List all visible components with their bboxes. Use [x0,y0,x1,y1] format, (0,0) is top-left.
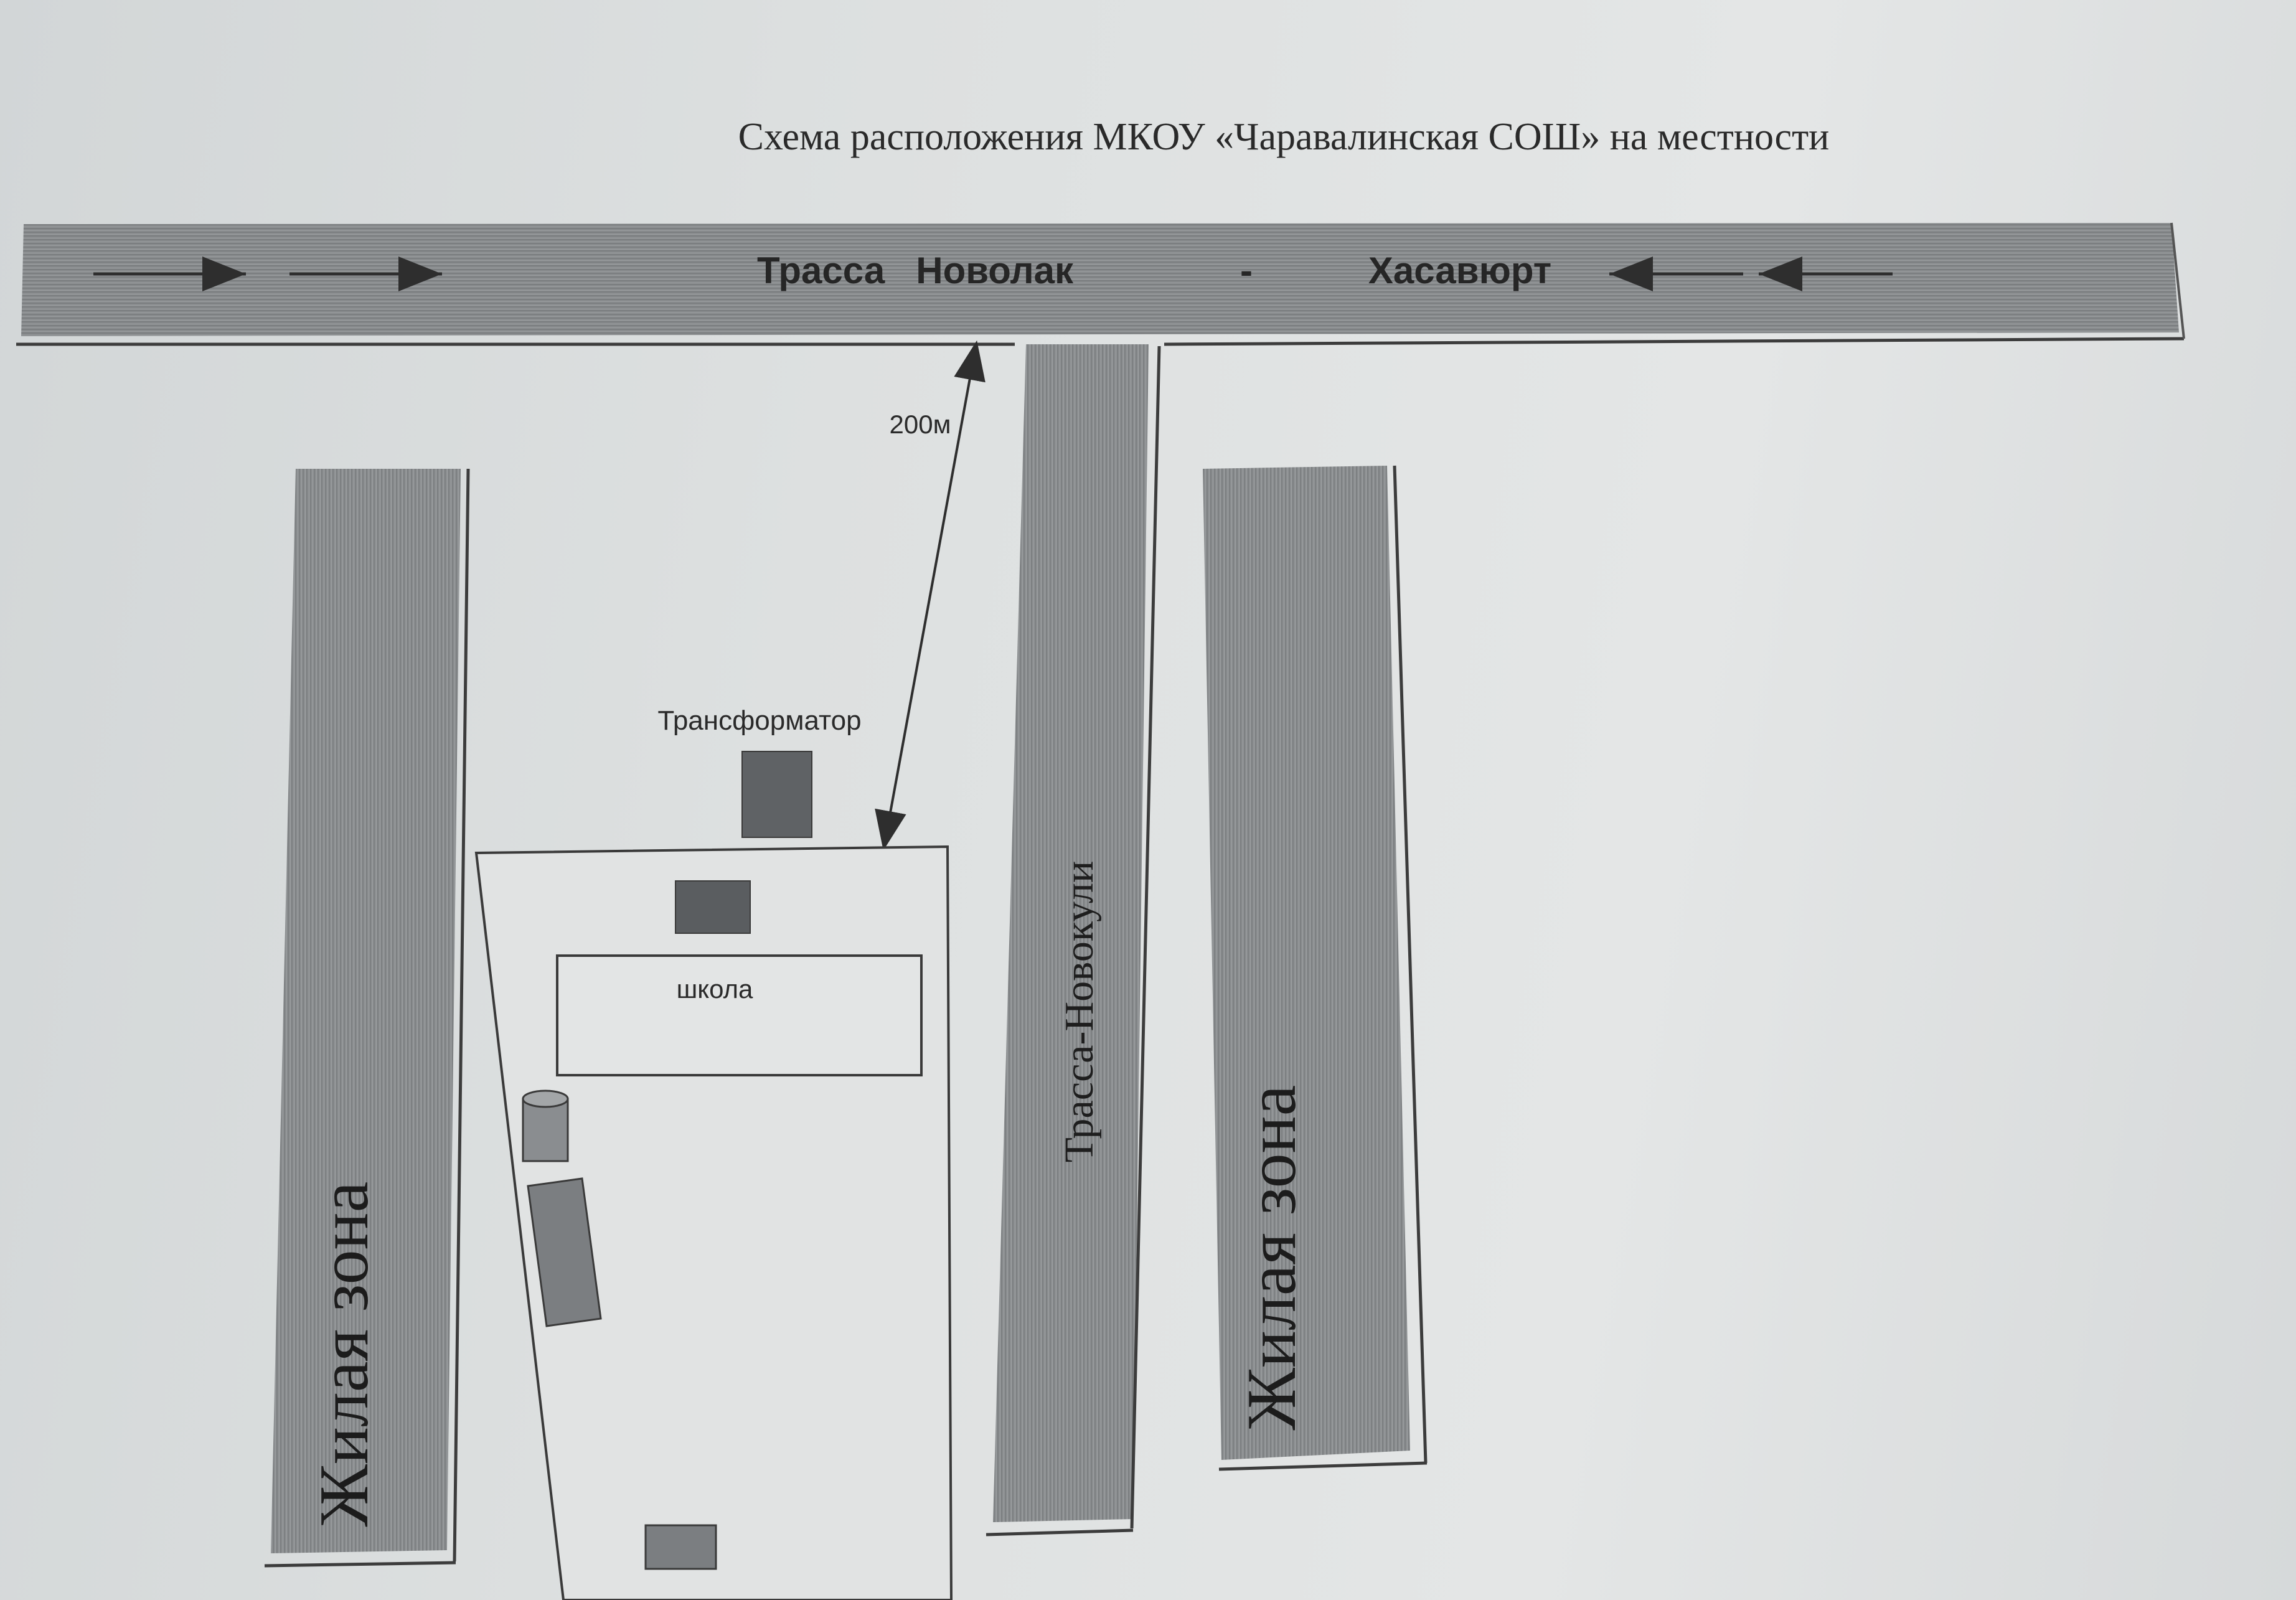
main-road-band [21,223,2179,336]
school-territory: школа [474,845,953,1600]
small-structure [644,1524,717,1570]
zone-edge-line [264,1561,456,1568]
main-road: Трасса Новолак - Хасавюрт [16,222,2185,346]
road-edge-line [986,1528,1134,1536]
residential-zone-left: Жилая зона [264,468,470,1568]
transformer-block [741,751,812,838]
residential-left-label: Жилая зона [306,1182,383,1527]
school-building [556,954,923,1076]
side-road: Трасса-Новокули [986,344,1161,1536]
road-edge-line [1130,346,1161,1529]
main-road-separator: - [1240,250,1253,291]
school-outbuilding [675,880,751,934]
residential-zone-right: Жилая зона [1203,465,1428,1471]
zone-edge-line [1218,1461,1428,1471]
main-road-label-left: Трасса Новолак [757,250,1074,291]
road-edge-line [2170,222,2185,339]
residential-right-label: Жилая зона [1233,1085,1310,1431]
side-road-label: Трасса-Новокули [1056,861,1102,1163]
distance-indicator: 200м [875,340,986,851]
residential-band-right [1203,466,1410,1460]
distance-label: 200м [890,410,951,439]
distance-arrow-icon [875,340,986,851]
side-road-band [993,344,1149,1522]
zone-edge-line [453,468,470,1562]
zone-edge-line [1393,465,1428,1464]
garage-block [527,1177,602,1327]
transformer: Трансформатор [657,705,862,838]
water-tank-icon [522,1089,569,1162]
residential-band-left [271,469,461,1553]
diagram-title: Схема расположения МКОУ «Чаравалинская С… [738,116,1830,158]
school-label: школа [677,974,753,1004]
main-road-label-right: Хасавюрт [1368,250,1551,291]
transformer-label: Трансформатор [657,705,861,736]
road-edge-line [1164,337,2185,346]
